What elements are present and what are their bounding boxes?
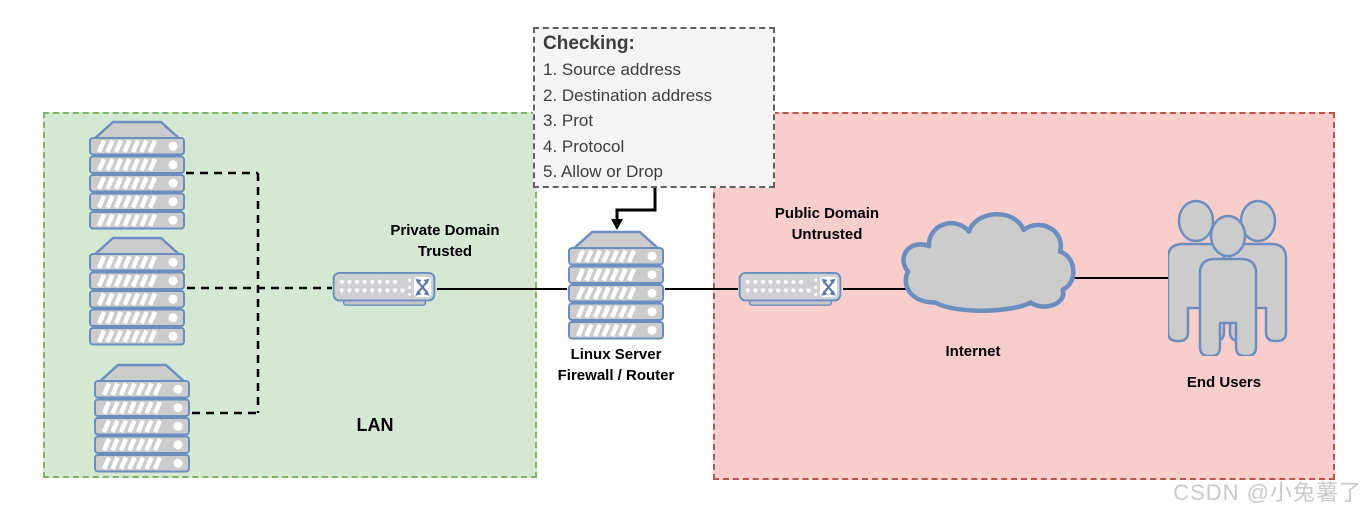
lan-server-2-icon [87,234,187,346]
firewall-label: Linux Server Firewall / Router [557,346,675,384]
public-switch-icon [737,271,844,309]
checking-item-2: 2. Destination address [543,85,713,105]
checking-arrow [615,188,657,221]
csdn-watermark: CSDN @小兔薯了 [1173,480,1362,505]
internet-label: Internet [945,343,1001,360]
lan-label: LAN [356,415,394,435]
checking-note: Checking: 1. Source address 2. Destinati… [533,27,775,188]
checking-item-3: 3. Prot [543,111,594,130]
checking-title: Checking: [543,33,635,54]
end-users-icon [1168,198,1292,356]
lan-server-1-icon [87,118,187,230]
end-users-label: End Users [1186,374,1262,391]
checking-item-1: 1. Source address [543,60,681,79]
checking-item-5: 5. Allow or Drop [543,162,663,181]
lan-switch-icon [331,271,438,309]
firewall-server-icon [566,228,666,340]
checking-item-4: 4. Protocol [543,136,625,156]
lan-server-3-icon [92,361,192,473]
private-domain-label: Private Domain Trusted [390,222,500,260]
public-domain-label: Public Domain Untrusted [774,205,880,243]
